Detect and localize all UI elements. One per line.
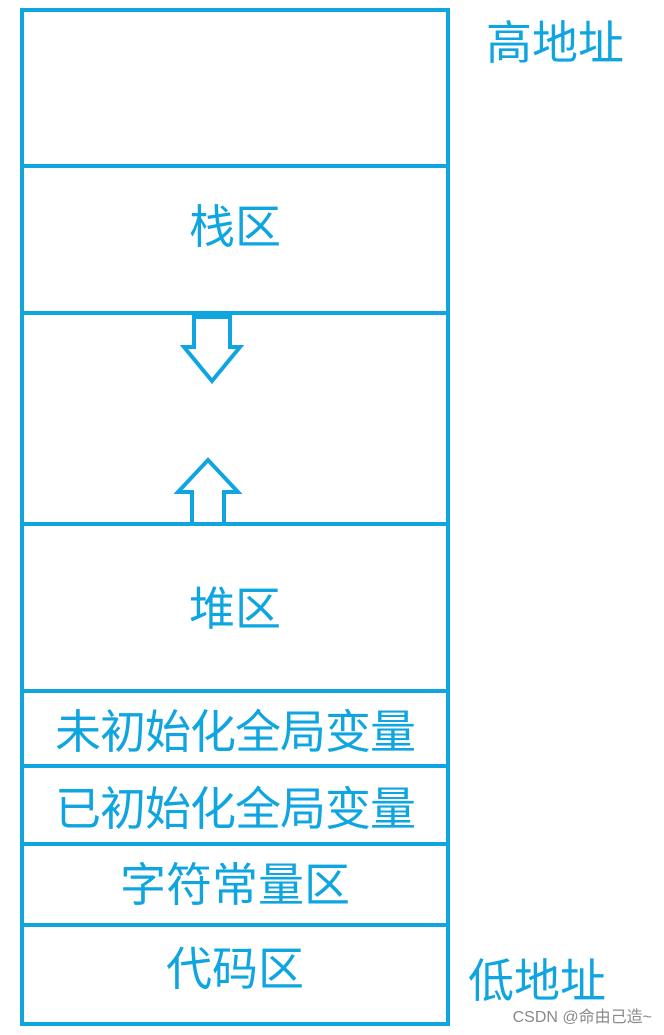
divider-stack-free bbox=[24, 311, 446, 315]
code-segment-label: 代码区 bbox=[166, 942, 304, 996]
string-constants-label: 字符常量区 bbox=[120, 858, 350, 912]
heap-segment-label: 堆区 bbox=[189, 582, 281, 636]
arrow-down-icon bbox=[179, 315, 245, 385]
stack-segment-label: 栈区 bbox=[189, 200, 281, 254]
init-globals-label: 已初始化全局变量 bbox=[55, 782, 416, 836]
divider-data-rodata bbox=[24, 842, 446, 846]
watermark: CSDN @命由己造~ bbox=[512, 1009, 652, 1026]
high-address-label: 高地址 bbox=[486, 16, 624, 70]
divider-heap-bss bbox=[24, 689, 446, 693]
divider-top-stack bbox=[24, 164, 446, 168]
arrow-up-icon bbox=[173, 457, 243, 526]
low-address-label: 低地址 bbox=[468, 954, 606, 1008]
divider-bss-data bbox=[24, 764, 446, 768]
divider-free-heap bbox=[24, 522, 446, 526]
memory-layout-diagram: 栈区 堆区 未初始化全局变量 已初始化全局变量 字符常量区 代码区 bbox=[20, 8, 450, 1026]
divider-rodata-code bbox=[24, 923, 446, 927]
uninit-globals-label: 未初始化全局变量 bbox=[55, 705, 416, 759]
